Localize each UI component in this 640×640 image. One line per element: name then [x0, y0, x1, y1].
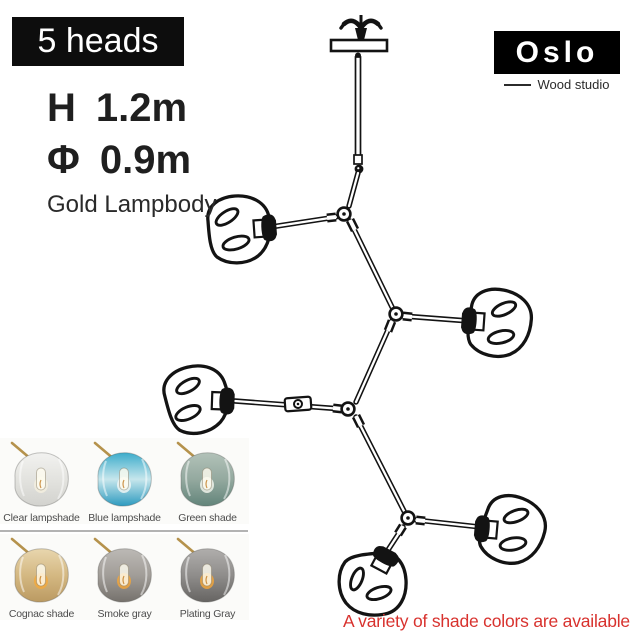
swatch-label: Green shade — [178, 512, 237, 524]
spec-block: H 1.2m Φ 0.9m Gold Lampbody — [47, 82, 216, 219]
heads-badge-label: 5 heads — [37, 22, 159, 60]
ceiling-hook-icon — [339, 15, 383, 40]
arm-sleeves — [326, 212, 426, 537]
blue-lampshade-photo — [93, 441, 152, 507]
spec-height-value: 1.2m — [95, 86, 188, 130]
globe-shade-4 — [468, 485, 557, 576]
swatch-label: Blue lampshade — [88, 512, 161, 524]
spec-height: H 1.2m — [47, 82, 216, 134]
canopy-bar — [329, 38, 389, 53]
swivel-connector — [283, 395, 313, 413]
swatch-plating: Plating Gray — [166, 534, 249, 620]
globe-shade-2 — [458, 281, 540, 366]
clear-lampshade-photo — [10, 441, 69, 507]
spec-diameter-label: Φ — [47, 138, 80, 182]
spec-material: Gold Lampbody — [47, 191, 217, 218]
globe-shade-5 — [337, 542, 408, 617]
brand-name: Oslo — [515, 35, 599, 69]
smoke-gray-photo — [93, 537, 152, 603]
drop-rod — [354, 56, 362, 164]
spec-height-label: H — [47, 86, 76, 130]
shade-color-swatches: Clear lampshade — [0, 438, 249, 620]
spec-diameter-value: 0.9m — [99, 138, 192, 182]
swatch-label: Clear lampshade — [3, 512, 80, 524]
branch-joints — [336, 206, 416, 526]
green-shade-photo — [176, 441, 235, 507]
swatch-label: Cognac shade — [8, 608, 75, 620]
cognac-shade-photo — [10, 537, 69, 603]
swatch-label: Smoke gray — [97, 608, 152, 620]
swatch-cognac: Cognac shade — [0, 534, 83, 620]
spec-diameter: Φ 0.9m — [47, 134, 216, 186]
swatch-row-1: Clear lampshade — [0, 438, 249, 524]
brand-logo: Oslo Wood studio — [494, 31, 620, 92]
brand-tagline-row: Wood studio — [494, 77, 620, 92]
swatch-smoke: Smoke gray — [83, 534, 166, 620]
swatch-green: Green shade — [166, 438, 249, 524]
swatch-row-2: Cognac shade — [0, 534, 249, 620]
swatch-clear: Clear lampshade — [0, 438, 83, 524]
heads-badge: 5 heads — [12, 17, 184, 66]
swatch-blue: Blue lampshade — [83, 438, 166, 524]
swatch-divider — [0, 530, 248, 532]
globe-shade-3 — [158, 359, 237, 440]
brand-tagline: Wood studio — [537, 77, 610, 92]
globe-shade-1 — [206, 194, 279, 265]
brand-underline — [504, 83, 532, 86]
swatch-label: Plating Gray — [179, 608, 236, 620]
plating-gray-photo — [176, 537, 235, 603]
brand-name-box: Oslo — [494, 31, 620, 74]
availability-note: A variety of shade colors are available — [343, 611, 630, 631]
